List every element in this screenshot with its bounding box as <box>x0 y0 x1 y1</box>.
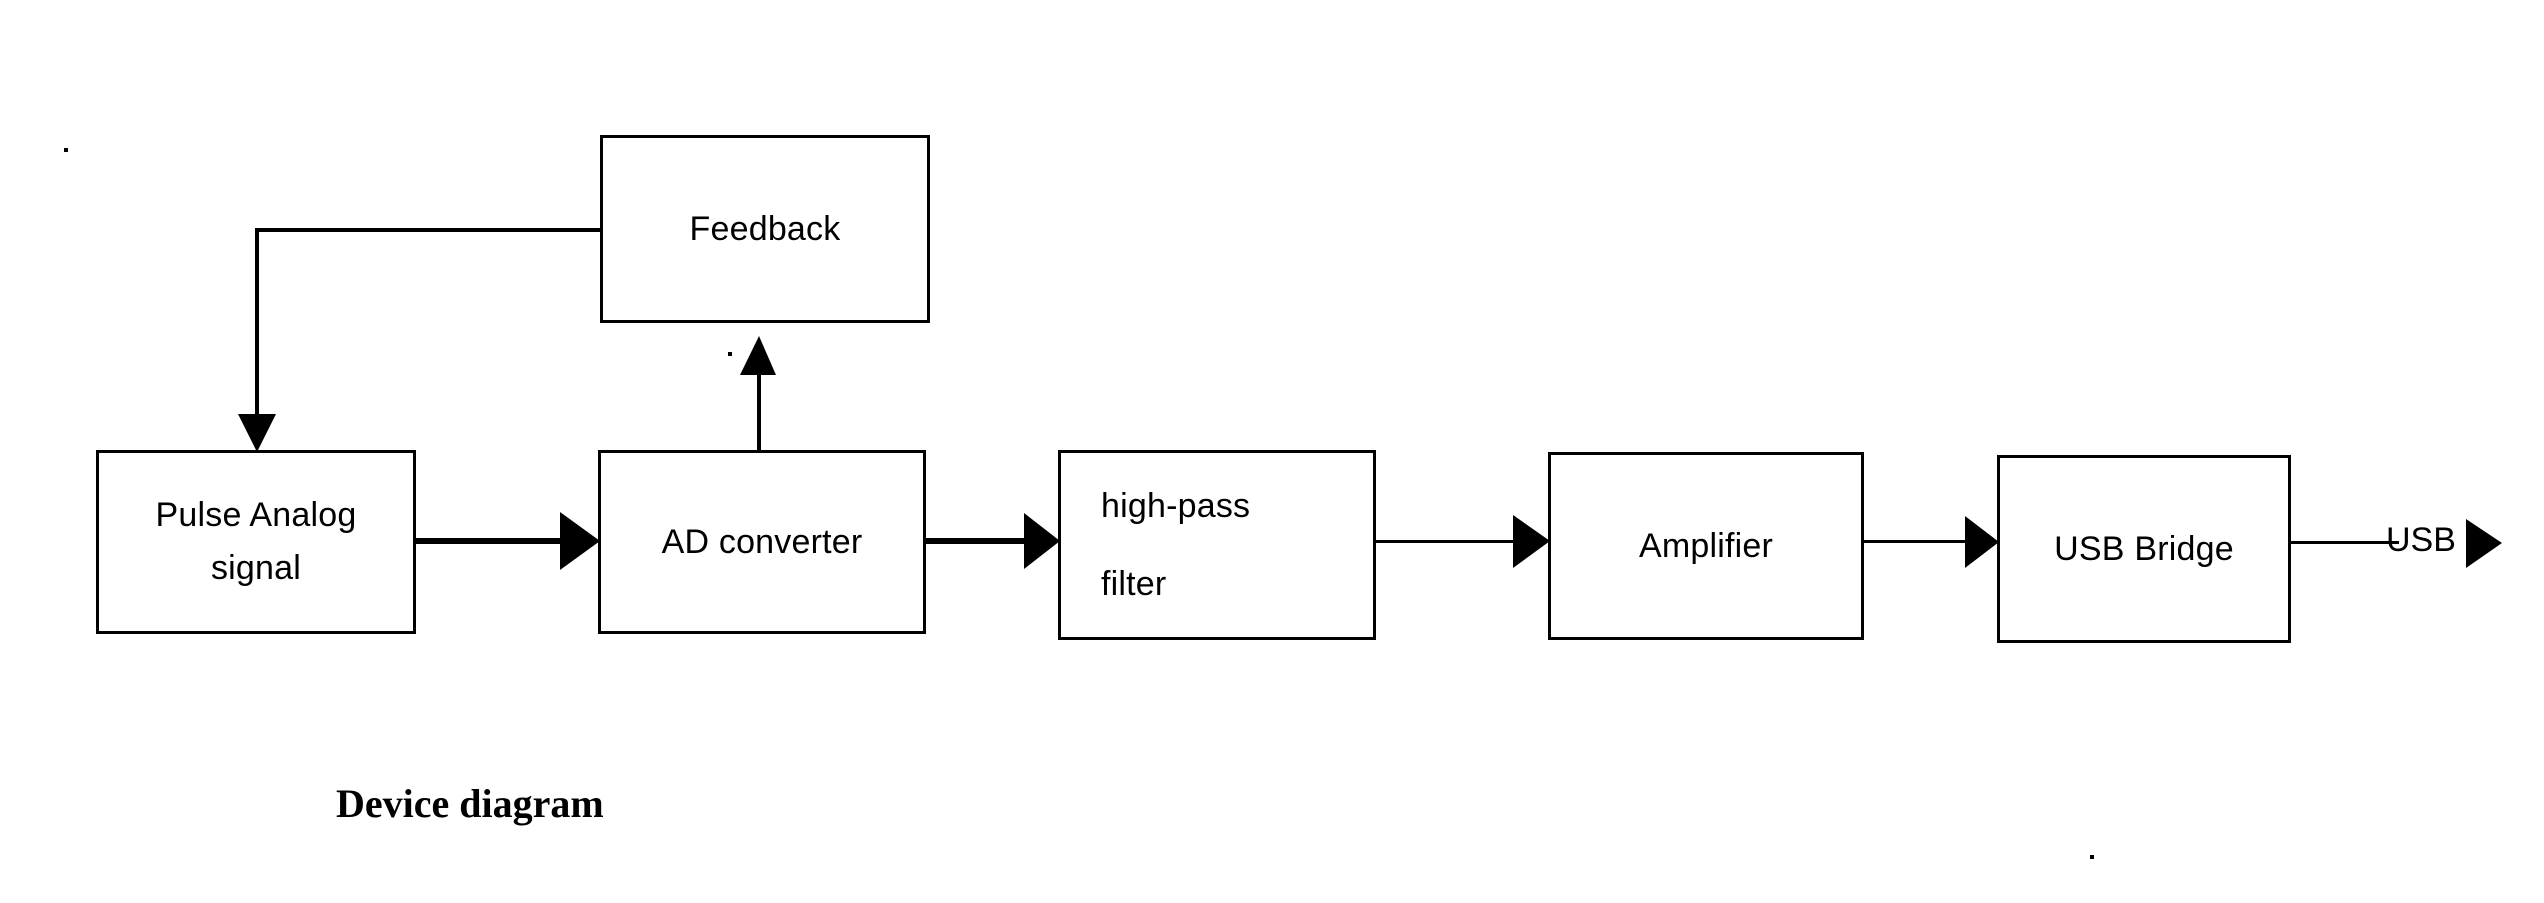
figure-caption: Device diagram <box>336 781 604 826</box>
block-ad-converter[interactable]: AD converter <box>598 450 926 634</box>
scan-speck <box>728 352 732 356</box>
ad-to-filter-stem <box>926 538 1030 544</box>
feedback-loop-vertical-segment <box>255 228 259 424</box>
arrowhead-into-ad-converter <box>560 512 600 570</box>
block-amplifier-label: Amplifier <box>1638 526 1774 565</box>
block-pulse-analog-signal[interactable]: Pulse Analog signal <box>96 450 416 634</box>
arrowhead-into-usb-bridge <box>1965 516 1999 568</box>
block-high-pass-filter[interactable]: high-pass filter <box>1058 450 1376 640</box>
block-high-pass-filter-label: high-pass filter <box>1101 486 1251 603</box>
scan-speck <box>64 148 68 152</box>
amplifier-to-usb-bridge-stem <box>1864 540 1969 543</box>
filter-to-amplifier-stem <box>1376 540 1516 543</box>
block-amplifier[interactable]: Amplifier <box>1548 452 1864 640</box>
ad-to-feedback-stem <box>757 345 761 450</box>
arrowhead-usb-output <box>2466 519 2502 568</box>
block-pulse-analog-signal-label: Pulse Analog signal <box>155 496 357 587</box>
usb-output-label: USB <box>2386 521 2456 559</box>
scan-speck <box>2090 855 2094 859</box>
pulse-to-ad-stem <box>416 538 564 544</box>
block-ad-converter-label: AD converter <box>661 522 863 561</box>
arrowhead-into-amplifier <box>1513 515 1550 568</box>
feedback-loop-horizontal-segment <box>255 228 600 232</box>
block-usb-bridge[interactable]: USB Bridge <box>1997 455 2291 643</box>
block-feedback-label: Feedback <box>689 209 841 248</box>
block-usb-bridge-label: USB Bridge <box>2054 529 2234 568</box>
block-feedback[interactable]: Feedback <box>600 135 930 323</box>
usb-bridge-to-usb-stem <box>2291 541 2399 544</box>
